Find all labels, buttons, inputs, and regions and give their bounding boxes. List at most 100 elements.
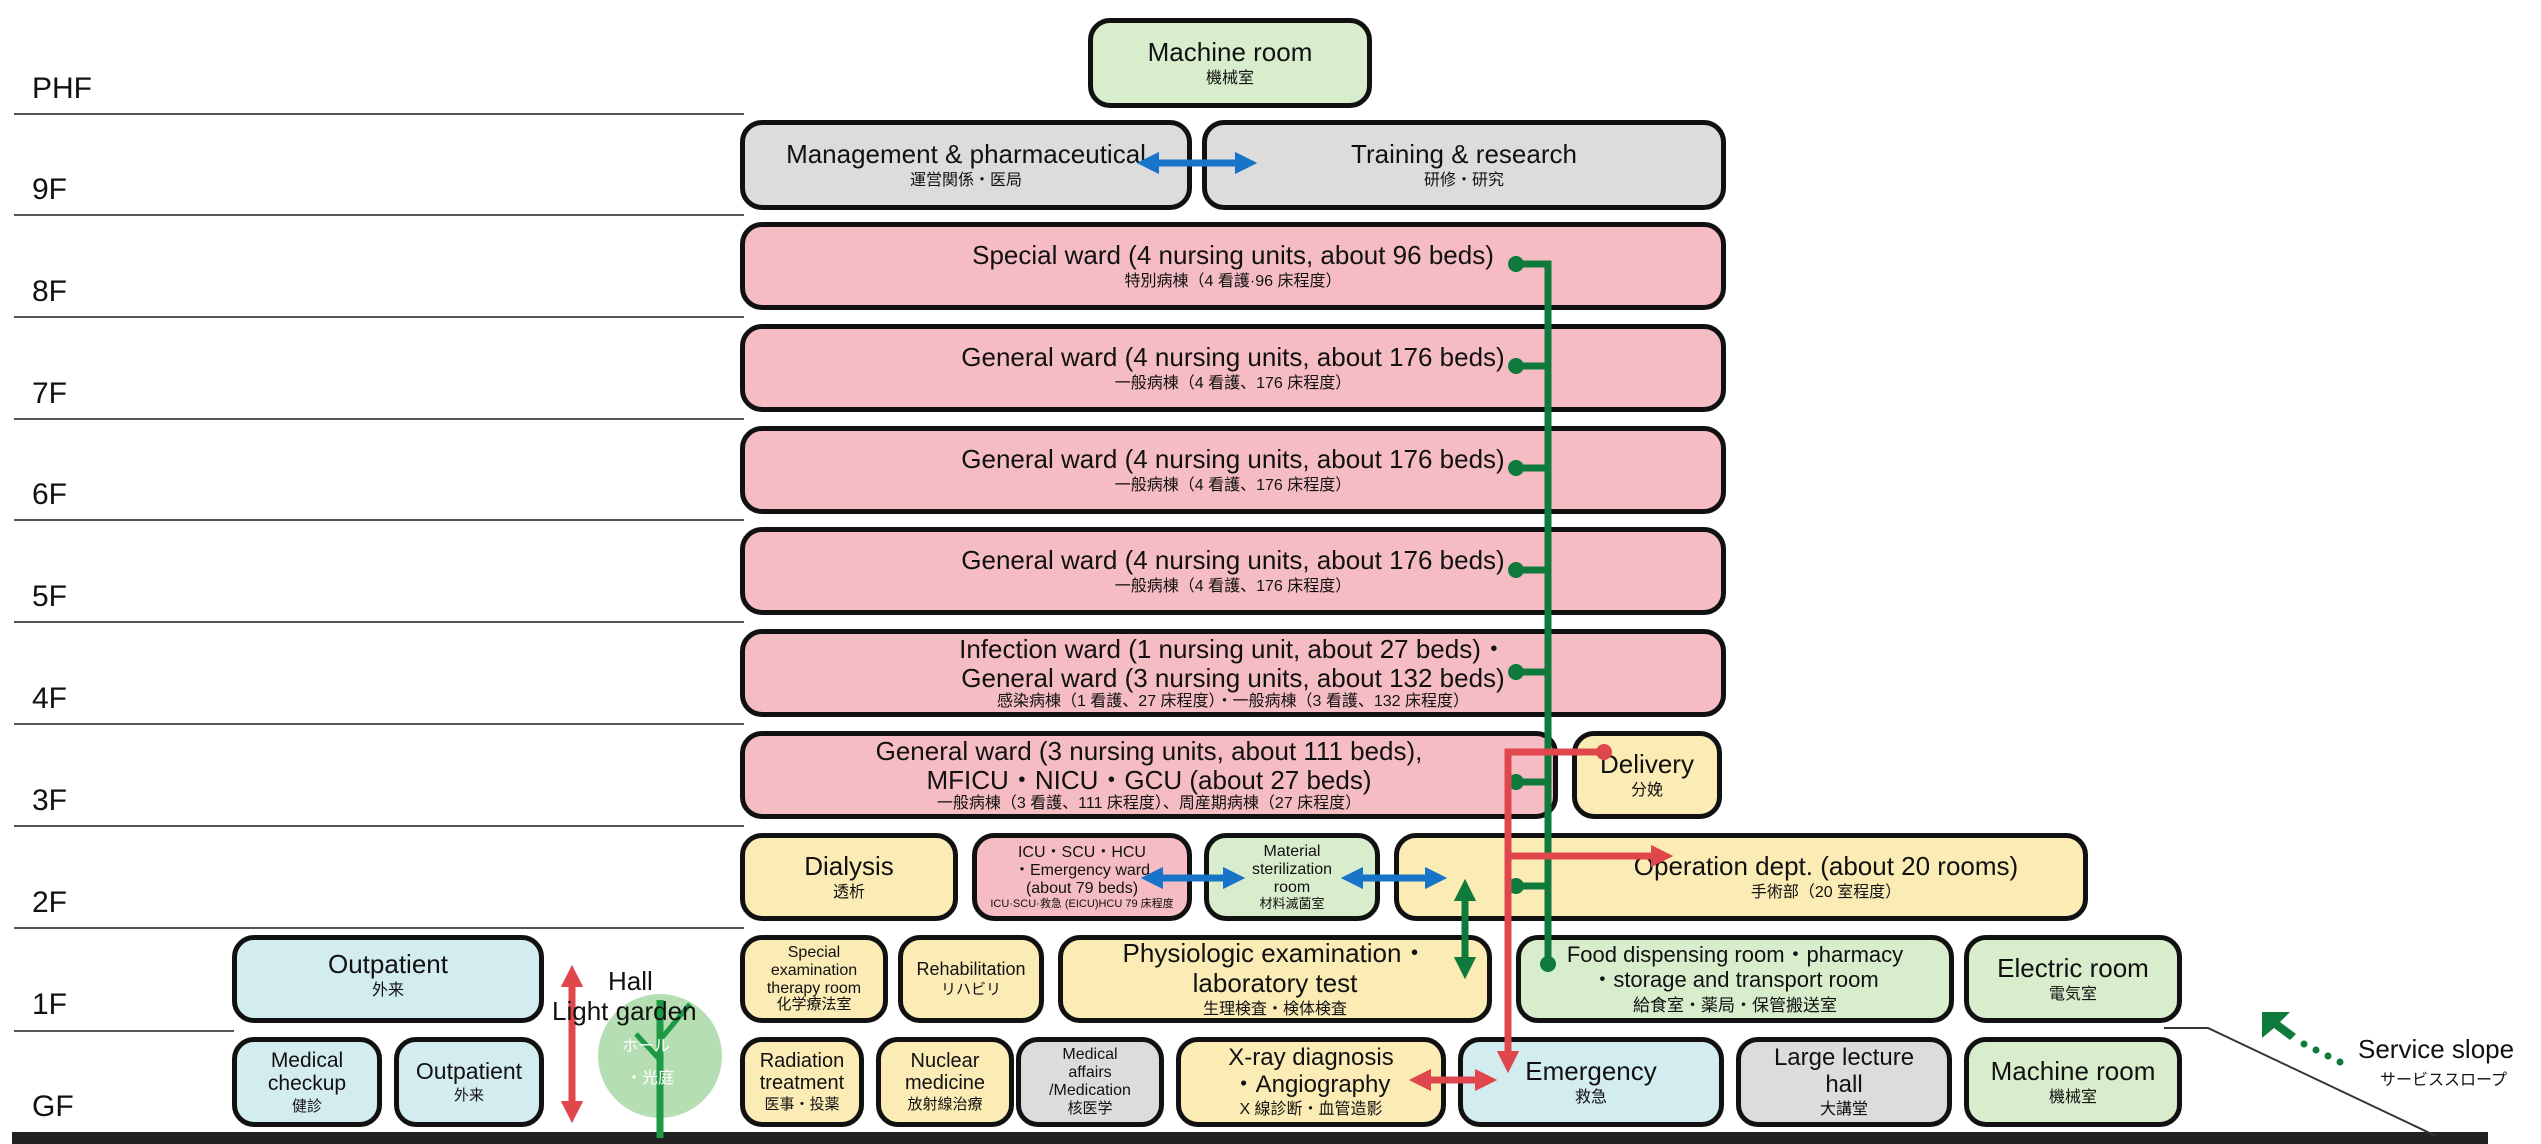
ground-line: [12, 1132, 2488, 1144]
special-exam-line2: examination: [770, 961, 858, 979]
food-line1: Food dispensing room・pharmacy: [1566, 942, 1904, 968]
medical-affairs-medication: Medical affairs /Medication 核医学: [1016, 1037, 1164, 1127]
management-label: Management & pharmaceutical: [786, 138, 1146, 169]
radiation-line1: Radiation: [759, 1049, 845, 1072]
infection-general-ward-4f: Infection ward (1 nursing unit, about 27…: [740, 629, 1726, 717]
food-pharmacy-storage-room: Food dispensing room・pharmacy ・storage a…: [1516, 935, 1954, 1023]
xray-angiography: X-ray diagnosis ・Angiography X 線診断・血管造影: [1176, 1037, 1446, 1127]
nuclear-medicine: Nuclear medicine 放射線治療: [876, 1037, 1014, 1127]
medical-checkup: Medical checkup 健診: [232, 1037, 382, 1127]
material-line1: Material: [1263, 842, 1321, 860]
outpatient-1f-ja: 外来: [371, 982, 404, 1000]
operation-label: Operation dept. (about 20 rooms): [1633, 850, 2019, 881]
physiologic-laboratory: Physiologic examination・ laboratory test…: [1058, 935, 1492, 1023]
emergency-label: Emergency: [1525, 1055, 1657, 1086]
outpatient-gf-label: Outpatient: [415, 1058, 523, 1085]
delivery-room: Delivery 分娩: [1572, 731, 1722, 819]
vertical-connector-green: [1516, 260, 1552, 964]
physiologic-ja: 生理検査・検体検査: [1202, 1000, 1347, 1018]
floor-line-8f: [14, 316, 744, 318]
emergency-ja: 救急: [1574, 1089, 1607, 1107]
floor-label-8f: 8F: [32, 275, 68, 308]
general-ward-7f: General ward (4 nursing units, about 176…: [740, 324, 1726, 412]
floor-line-3f: [14, 825, 744, 827]
general-ward-5f: General ward (4 nursing units, about 176…: [740, 527, 1726, 615]
floor-line-9f: [14, 214, 744, 216]
floor-line-2f: [14, 927, 744, 929]
floor-line-1f: [14, 1030, 234, 1032]
icu-line3: (about 79 beds): [1025, 879, 1139, 897]
ward-3f-line2: MFICU・NICU・GCU (about 27 beds): [926, 765, 1372, 796]
floor-label-7f: 7F: [32, 377, 68, 410]
floor-label-2f: 2F: [32, 886, 68, 919]
material-line3: room: [1273, 878, 1311, 896]
floor-label-1f: 1F: [32, 988, 68, 1021]
special-exam-line3: therapy room: [766, 979, 862, 997]
electric-ja: 電気室: [2048, 986, 2097, 1004]
rehabilitation-room: Rehabilitation リハビリ: [898, 935, 1044, 1023]
floor-line-7f: [14, 418, 744, 420]
ward-3f-line1: General ward (3 nursing units, about 111…: [875, 735, 1423, 766]
xray-line1: X-ray diagnosis: [1228, 1043, 1394, 1071]
lecture-ja: 大講堂: [1819, 1101, 1868, 1119]
outpatient-gf-ja: 外来: [453, 1086, 484, 1104]
ward-4f-line1: Infection ward (1 nursing unit, about 27…: [959, 633, 1507, 664]
machine-room-gf-label: Machine room: [1990, 1055, 2156, 1086]
rehabilitation-label: Rehabilitation: [916, 959, 1026, 980]
checkup-line2: checkup: [267, 1072, 347, 1096]
outpatient-1f-label: Outpatient: [328, 949, 448, 979]
outpatient-1f: Outpatient 外来: [232, 935, 544, 1023]
delivery-ja: 分娩: [1630, 782, 1663, 800]
food-ja: 給食室・薬局・保管搬送室: [1633, 995, 1837, 1015]
special-exam-ja: 化学療法室: [776, 996, 852, 1014]
delivery-label: Delivery: [1600, 748, 1694, 779]
floor-line-phf: [14, 113, 744, 115]
medical-affairs-ja: 核医学: [1067, 1099, 1113, 1117]
hall-ja-label: ホール: [622, 1038, 671, 1055]
general-ward-6f: General ward (4 nursing units, about 176…: [740, 426, 1726, 514]
general-ward-6f-ja: 一般病棟（4 看護、176 床程度）: [1114, 477, 1352, 495]
ward-4f-ja: 感染病棟（1 看護、27 床程度）・一般病棟（3 看護、132 床程度）: [996, 693, 1470, 711]
management-room: Management & pharmaceutical 運営関係・医局: [740, 120, 1192, 210]
special-exam-therapy-room: Special examination therapy room 化学療法室: [740, 935, 888, 1023]
physiologic-line2: laboratory test: [1192, 967, 1358, 998]
radiation-treatment: Radiation treatment 医事・投薬: [740, 1037, 864, 1127]
machine-room-gf: Machine room 機械室: [1964, 1037, 2182, 1127]
light-garden-label: Light garden: [552, 996, 697, 1026]
dialysis-label: Dialysis: [804, 850, 894, 881]
nuclear-line2: medicine: [904, 1072, 986, 1095]
nuclear-ja: 放射線治療: [907, 1096, 983, 1114]
ward-4f-line2: General ward (3 nursing units, about 132…: [961, 663, 1505, 694]
electric-label: Electric room: [1997, 952, 2149, 983]
service-slope-label: Service slope: [2358, 1034, 2515, 1064]
checkup-line1: Medical: [270, 1048, 344, 1072]
icu-line1: ICU・SCU・HCU: [1017, 843, 1146, 861]
floor-label-4f: 4F: [32, 682, 68, 715]
floor-line-5f: [14, 621, 744, 623]
general-ward-7f-label: General ward (4 nursing units, about 176…: [961, 341, 1505, 372]
service-slope-arrow-icon: [2262, 1012, 2344, 1066]
radiation-ja: 医事・投薬: [764, 1096, 840, 1114]
light-garden-ja-label: ・光庭: [626, 1070, 675, 1087]
xray-ja: X 線診断・血管造影: [1239, 1101, 1383, 1119]
radiation-line2: treatment: [759, 1072, 845, 1095]
general-ward-7f-ja: 一般病棟（4 看護、176 床程度）: [1114, 375, 1352, 393]
operation-ja: 手術部（20 室程度）: [1750, 884, 1902, 902]
electric-room: Electric room 電気室: [1964, 935, 2182, 1023]
icu-line2: ・Emergency ward: [1013, 861, 1151, 879]
general-ward-5f-label: General ward (4 nursing units, about 176…: [961, 544, 1505, 575]
training-room: Training & research 研修・研究: [1202, 120, 1726, 210]
training-label: Training & research: [1351, 138, 1577, 169]
service-slope-line: [2164, 1027, 2437, 1137]
checkup-ja: 健診: [291, 1097, 322, 1115]
special-ward: Special ward (4 nursing units, about 96 …: [740, 222, 1726, 310]
medical-affairs-line1: Medical: [1062, 1046, 1118, 1064]
dialysis-room: Dialysis 透析: [740, 833, 958, 921]
floor-line-4f: [14, 723, 744, 725]
lecture-line2: hall: [1825, 1070, 1863, 1098]
material-ja: 材料滅菌室: [1259, 895, 1325, 911]
floor-label-6f: 6F: [32, 478, 68, 511]
floor-label-9f: 9F: [32, 173, 68, 206]
medical-affairs-line2: affairs: [1068, 1064, 1112, 1082]
connector-node-1f: [1540, 956, 1556, 972]
